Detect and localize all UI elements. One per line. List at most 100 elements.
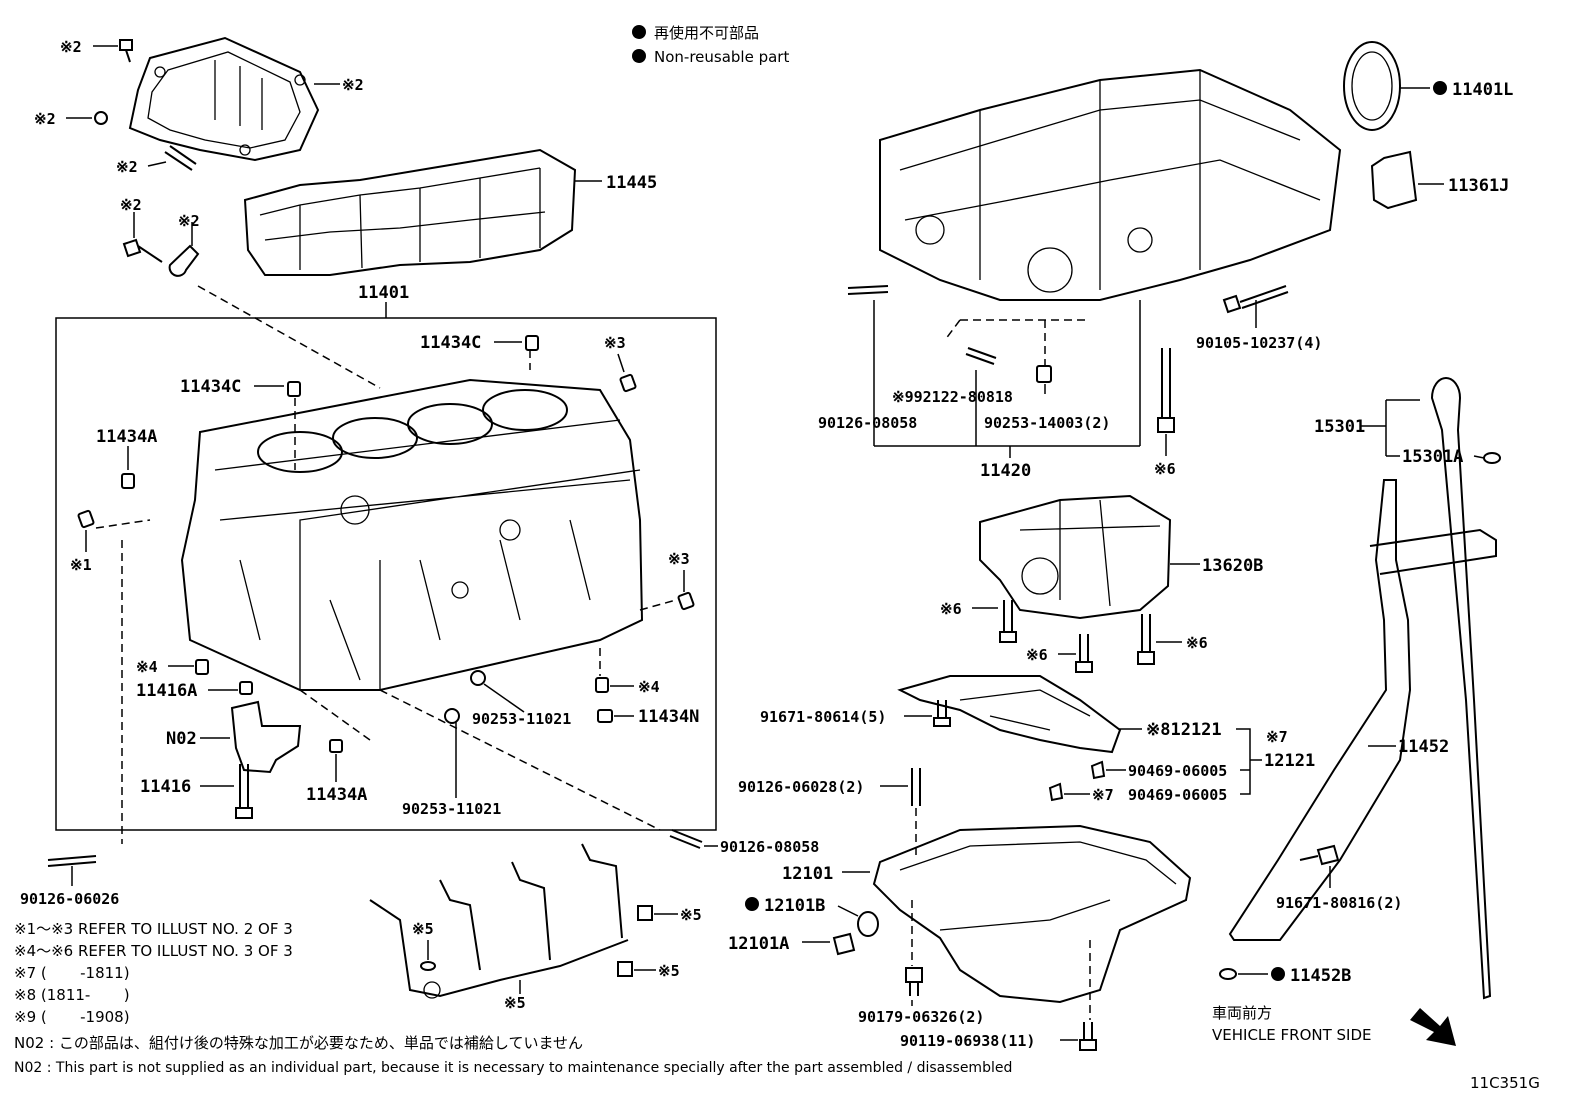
note-line: ※8 (1811- ) xyxy=(14,986,130,1004)
part-label-90126-08058[interactable]: 90126-08058 xyxy=(720,838,819,856)
part-label-13620B[interactable]: 13620B xyxy=(1202,556,1263,576)
plug-cover[interactable] xyxy=(1370,150,1418,210)
dowel-pin xyxy=(595,677,609,693)
part-label-15301A[interactable]: 15301A xyxy=(1402,447,1463,467)
drain-plug-icon xyxy=(832,932,856,956)
gasket-icon xyxy=(857,911,879,937)
timing-cover-group: ※2 ※2 ※2 ※2 xyxy=(34,36,364,176)
clip-icon xyxy=(168,244,200,277)
oil-seal[interactable] xyxy=(1343,41,1401,131)
part-label-90126-06028[interactable]: 90126-06028(2) xyxy=(738,778,864,796)
part-label-90179-06326[interactable]: 90179-06326(2) xyxy=(858,1008,984,1026)
ref-note: ※7 xyxy=(1092,786,1114,804)
part-label-11420[interactable]: 11420 xyxy=(980,461,1031,481)
dipstick[interactable] xyxy=(1430,377,1492,1000)
part-label-11361J[interactable]: 11361J xyxy=(1448,176,1509,196)
part-label-11434A[interactable]: 11434A xyxy=(96,427,157,447)
part-label-11434N[interactable]: 11434N xyxy=(638,707,699,727)
stiffener-plate[interactable] xyxy=(243,148,577,276)
oil-jet-pipe[interactable] xyxy=(369,843,629,998)
stud-icon xyxy=(47,855,97,867)
part-label-91671-80816[interactable]: 91671-80816(2) xyxy=(1276,894,1402,912)
bolt-icon xyxy=(235,764,253,819)
timing-cover-plate[interactable] xyxy=(128,36,320,162)
legend-en: Non-reusable part xyxy=(654,48,789,66)
o-ring-icon xyxy=(1219,968,1237,980)
bolt-icon xyxy=(905,967,923,996)
ref-note: ※2 xyxy=(178,212,200,230)
part-label-90469-06005[interactable]: 90469-06005 xyxy=(1128,786,1227,804)
part-label-90105-10237[interactable]: 90105-10237(4) xyxy=(1196,334,1322,352)
baffle-group: 91671-80614(5) ※812121 90469-06005 ※7 90… xyxy=(760,675,1315,804)
bolt-icon xyxy=(637,905,653,921)
note-line: ※1～※3 REFER TO ILLUST NO. 2 OF 3 xyxy=(14,920,293,938)
part-label-15301[interactable]: 15301 xyxy=(1314,417,1365,437)
part-label-90469-06005[interactable]: 90469-06005 xyxy=(1128,762,1227,780)
bolt-icon xyxy=(119,39,133,63)
nut-icon xyxy=(1090,760,1106,780)
seal-group: 11401L 11361J xyxy=(1343,41,1513,210)
nut-icon xyxy=(94,111,108,125)
part-label-11416A[interactable]: 11416A xyxy=(136,681,197,701)
part-label-11434C[interactable]: 11434C xyxy=(420,333,481,353)
part-label-11401L[interactable]: 11401L xyxy=(1452,80,1513,100)
bearing-cap[interactable] xyxy=(230,700,302,774)
oil-pump[interactable] xyxy=(979,494,1172,620)
part-label-11416[interactable]: 11416 xyxy=(140,777,191,797)
part-label-12101[interactable]: 12101 xyxy=(782,864,833,884)
part-label-11401[interactable]: 11401 xyxy=(358,283,409,303)
plug-icon xyxy=(470,670,486,686)
stud-icon xyxy=(965,347,997,365)
part-label-11445[interactable]: 11445 xyxy=(606,173,657,193)
illustration-code: 11C351G xyxy=(1470,1074,1540,1092)
dipstick-guide[interactable] xyxy=(1228,479,1412,941)
crankcase[interactable] xyxy=(879,68,1342,301)
oil-pan[interactable] xyxy=(872,824,1192,1004)
arrow-icon xyxy=(1410,1008,1456,1046)
part-label-90126-06026[interactable]: 90126-06026 xyxy=(20,890,119,908)
note-line: ※4～※6 REFER TO ILLUST NO. 3 OF 3 xyxy=(14,942,293,960)
part-label-12121[interactable]: 12121 xyxy=(1264,751,1315,771)
bolt-icon xyxy=(933,700,951,727)
part-label-90253-14003[interactable]: 90253-14003(2) xyxy=(984,414,1110,432)
bolt-icon xyxy=(1137,614,1155,665)
o-ring-icon xyxy=(420,961,436,971)
dowel-pin xyxy=(239,681,253,695)
part-label-11452B[interactable]: 11452B xyxy=(1290,966,1351,986)
bolt-icon xyxy=(999,600,1017,643)
bolt-icon xyxy=(1075,634,1093,673)
note-line: ※7 ( -1811) xyxy=(14,964,130,982)
ref-note: ※2 xyxy=(120,196,142,214)
part-label-90126-08058[interactable]: 90126-08058 xyxy=(818,414,917,432)
o-ring-icon xyxy=(1483,452,1501,464)
part-label-12121[interactable]: ※812121 xyxy=(1146,720,1222,740)
part-label-12101A[interactable]: 12101A xyxy=(728,934,789,954)
part-label-12101B[interactable]: 12101B xyxy=(764,896,825,916)
dowel-pin xyxy=(77,509,95,529)
part-label-11452[interactable]: 11452 xyxy=(1398,737,1449,757)
part-label-11434A[interactable]: 11434A xyxy=(306,785,367,805)
oil-pump-group: 13620B ※6 ※6 ※6 xyxy=(940,494,1263,673)
bolt-icon xyxy=(1079,1022,1097,1051)
cylinder-block[interactable] xyxy=(180,378,644,691)
legend-jp: 再使用不可部品 xyxy=(654,24,759,42)
part-label-90253-11021[interactable]: 90253-11021 xyxy=(472,710,571,728)
stiffener-11445: 11445 xyxy=(243,148,657,276)
ref-note: ※2 xyxy=(342,76,364,94)
bolt-icon xyxy=(1299,844,1340,866)
part-label-92122-80818[interactable]: ※992122-80818 xyxy=(892,388,1013,406)
ref-note: ※5 xyxy=(504,994,526,1012)
dowel-pin xyxy=(619,373,637,393)
part-label-11434C[interactable]: 11434C xyxy=(180,377,241,397)
stud-icon xyxy=(911,768,921,806)
ref-note: ※5 xyxy=(680,906,702,924)
part-label-90119-06938[interactable]: 90119-06938(11) xyxy=(900,1032,1035,1050)
ref-note: ※2 xyxy=(60,38,82,56)
part-label-90253-11021[interactable]: 90253-11021 xyxy=(402,800,501,818)
part-label-N02[interactable]: N02 xyxy=(166,729,197,749)
note-line: ※9 ( -1908) xyxy=(14,1008,130,1026)
baffle-plate[interactable] xyxy=(897,675,1122,754)
dowel-pin xyxy=(677,591,695,611)
dowel-pin xyxy=(329,739,343,753)
part-label-91671-80614[interactable]: 91671-80614(5) xyxy=(760,708,886,726)
